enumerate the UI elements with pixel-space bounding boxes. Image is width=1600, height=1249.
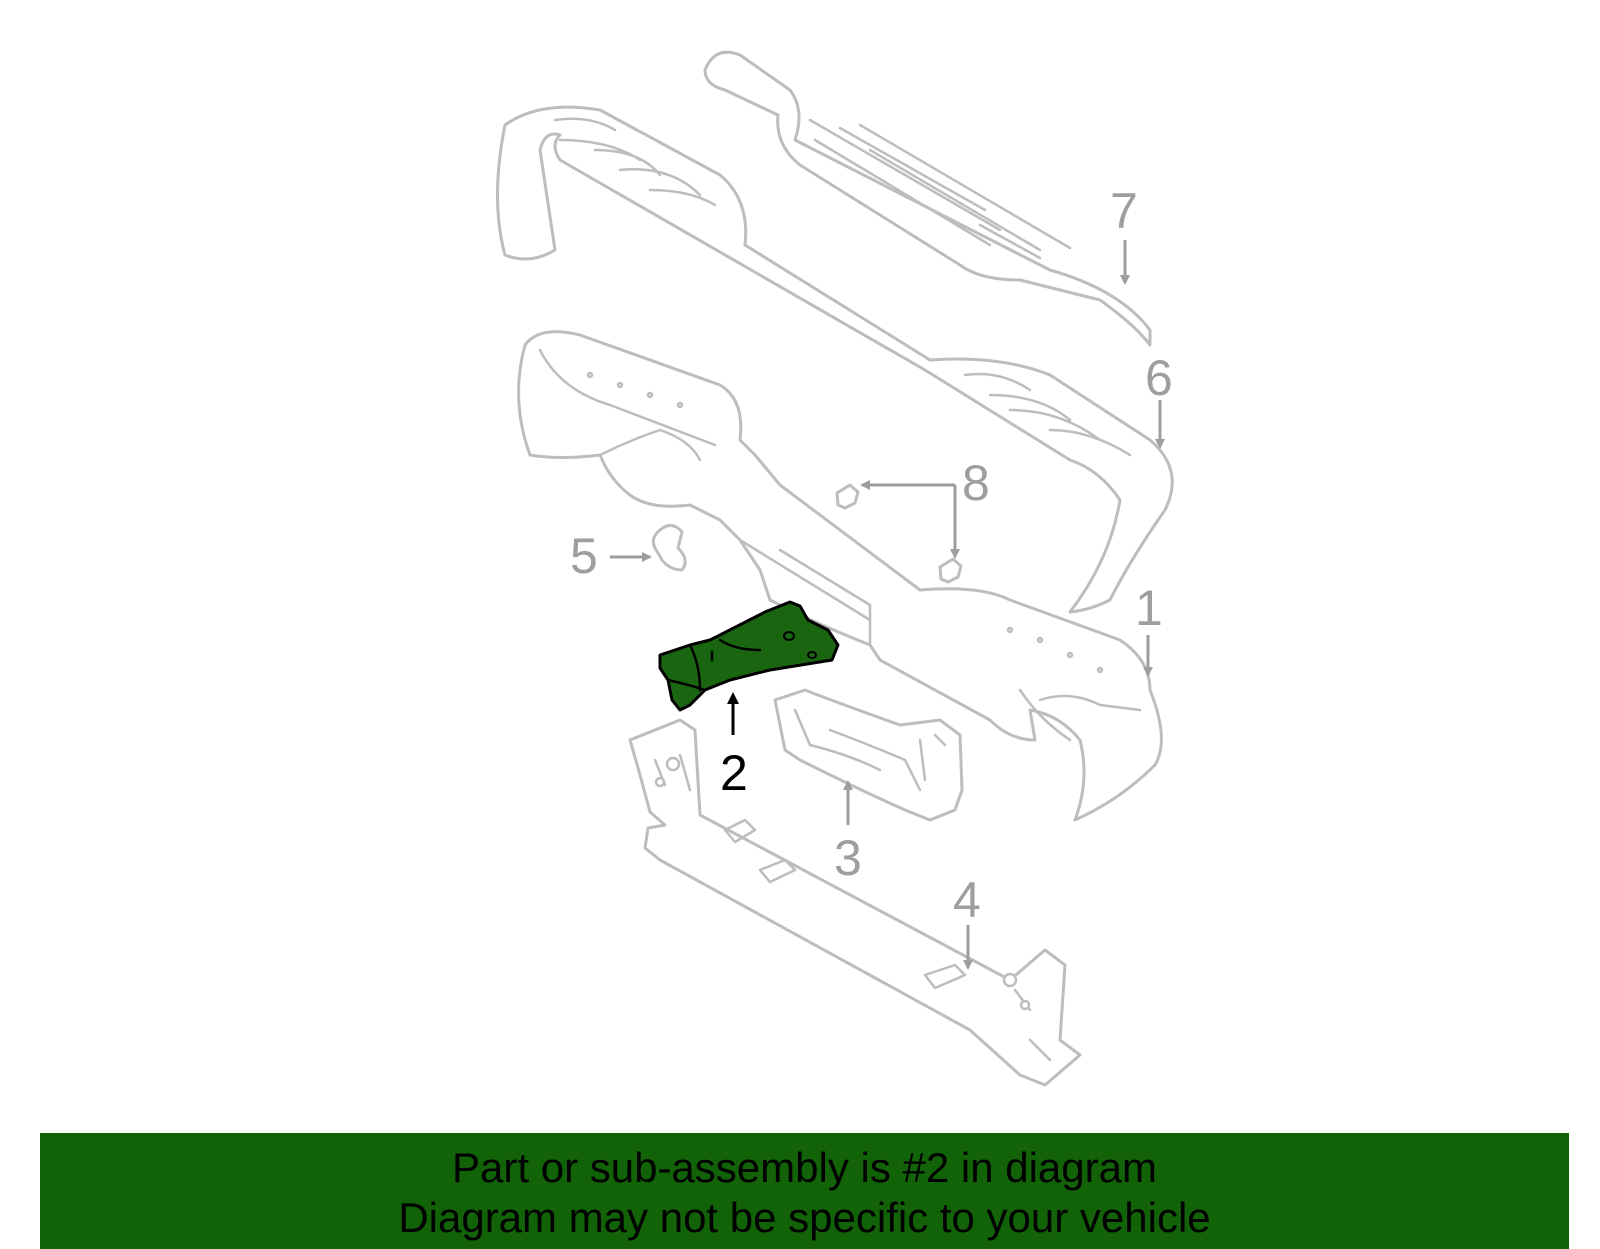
callout-5-label: 5 [570, 528, 598, 584]
part-5-clip [651, 524, 687, 572]
part-7-step-pad [703, 50, 1152, 347]
callout-3: 3 [834, 780, 862, 886]
callout-1: 1 [1135, 580, 1163, 677]
callout-6-label: 6 [1145, 350, 1173, 406]
banner-line-2: Diagram may not be specific to your vehi… [398, 1194, 1211, 1241]
callout-8-label: 8 [962, 455, 990, 511]
callout-3-label: 3 [834, 830, 862, 886]
banner-line-1: Part or sub-assembly is #2 in diagram [452, 1144, 1157, 1191]
callout-8: 8 [860, 455, 990, 559]
callout-4-label: 4 [953, 872, 981, 928]
callout-1-label: 1 [1135, 580, 1163, 636]
callout-7: 7 [1110, 183, 1138, 285]
part-2-bracket [658, 600, 840, 712]
callout-5: 5 [570, 528, 652, 584]
part-4-impact-bar [628, 718, 1082, 1087]
callout-2-label: 2 [720, 745, 748, 801]
info-banner: Part or sub-assembly is #2 in diagram Di… [40, 1133, 1569, 1249]
part-8-bolts [835, 483, 963, 584]
part-6-step-pad [496, 105, 1174, 614]
callout-6: 6 [1145, 350, 1173, 449]
part-1-bumper-face-bar [517, 330, 1163, 822]
highlighted-part [658, 600, 840, 712]
part-3-side-bracket [773, 688, 964, 822]
callout-7-label: 7 [1110, 183, 1138, 239]
callout-2: 2 [720, 692, 748, 801]
callout-4: 4 [953, 872, 981, 970]
